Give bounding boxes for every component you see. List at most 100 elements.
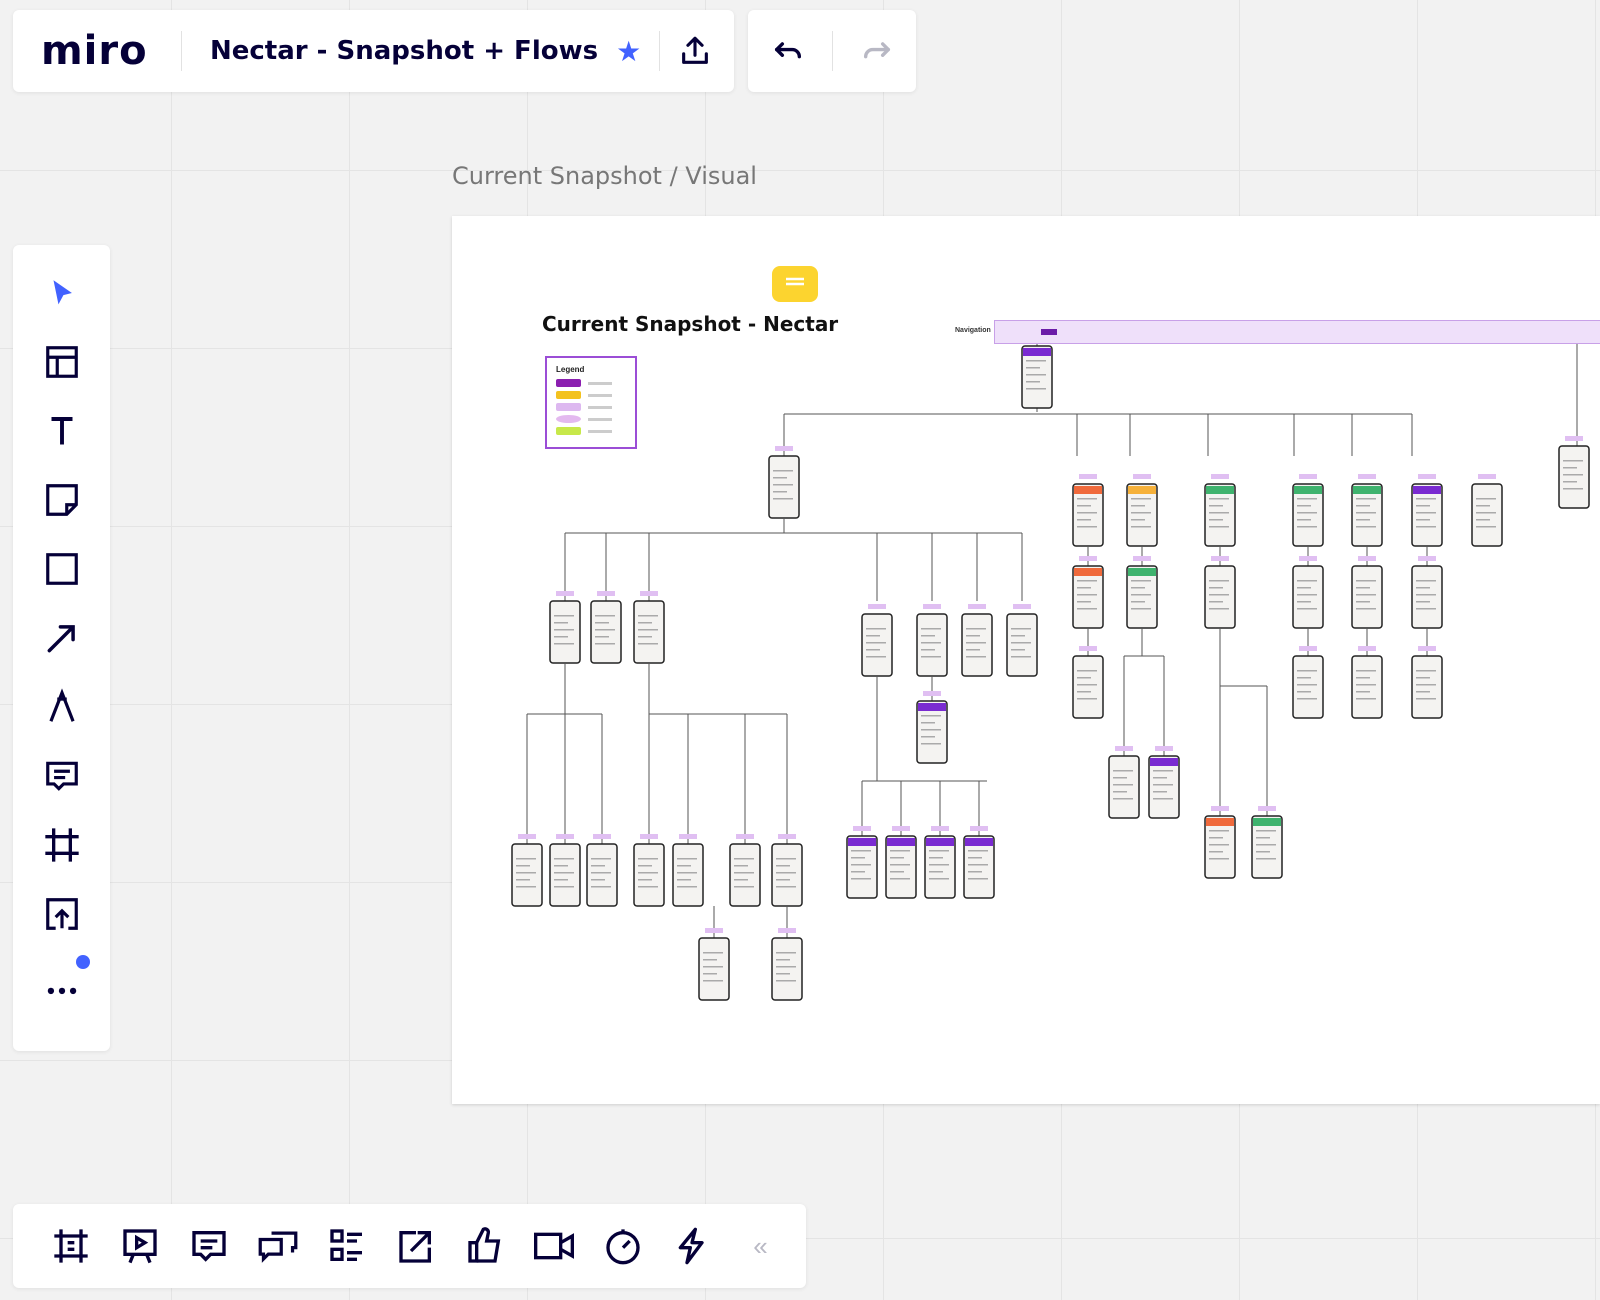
shape-tool[interactable] xyxy=(32,539,92,599)
screen-text-line xyxy=(1256,830,1276,832)
share-button[interactable] xyxy=(381,1216,450,1276)
screen-tag xyxy=(640,591,658,596)
cursor-icon xyxy=(53,280,72,305)
star-icon[interactable]: ★ xyxy=(616,35,642,67)
screen-tag xyxy=(1079,556,1097,561)
comment-tool[interactable] xyxy=(32,746,92,806)
screen-tag xyxy=(1079,474,1097,479)
screen-text-line xyxy=(1297,698,1317,700)
legend-row xyxy=(556,403,626,411)
screen-thumbnail xyxy=(1351,655,1383,719)
screen-text-line xyxy=(929,871,943,873)
screen-tag xyxy=(1358,646,1376,651)
frame-label[interactable]: Current Snapshot / Visual xyxy=(452,162,757,190)
screen-text-line xyxy=(1077,519,1091,521)
screen-tag xyxy=(679,834,697,839)
screen-text-line xyxy=(1011,628,1031,630)
screen-text-line xyxy=(1131,498,1151,500)
comment-icon xyxy=(786,277,804,286)
screen-thumbnail xyxy=(1471,483,1503,547)
screen-text-line xyxy=(554,865,568,867)
screen-text-line xyxy=(851,850,871,852)
frame-tool[interactable] xyxy=(32,815,92,875)
screen-thumbnail xyxy=(1351,565,1383,629)
screen-tag xyxy=(931,826,949,831)
upload-tool[interactable] xyxy=(32,884,92,944)
video-button[interactable] xyxy=(519,1216,588,1276)
screen-text-line xyxy=(638,865,652,867)
screen-text-line xyxy=(851,871,865,873)
redo-icon xyxy=(863,42,890,59)
text-tool[interactable] xyxy=(32,401,92,461)
screen-text-line xyxy=(1356,608,1376,610)
screen-text-line xyxy=(1416,677,1430,679)
comments-button[interactable] xyxy=(174,1216,243,1276)
screen-text-line xyxy=(1209,844,1229,846)
screen-thumbnail xyxy=(1411,655,1443,719)
legend-swatch xyxy=(556,427,581,435)
export-button[interactable] xyxy=(660,21,730,81)
screen-text-line xyxy=(890,871,904,873)
screen-text-line xyxy=(677,879,691,881)
screen-text-line xyxy=(968,864,988,866)
screen-text-line xyxy=(638,886,658,888)
screen-text-line xyxy=(1416,608,1436,610)
miro-logo[interactable]: miro xyxy=(41,28,148,74)
screen-text-line xyxy=(1077,608,1097,610)
screen-thumbnail xyxy=(1006,613,1038,677)
legend-swatch xyxy=(556,379,581,387)
collapse-toolbar-button[interactable]: « xyxy=(726,1216,795,1276)
screen-text-line xyxy=(1131,601,1145,603)
frames-button[interactable] xyxy=(36,1216,105,1276)
comment-marker[interactable] xyxy=(772,266,818,302)
screen-text-line xyxy=(1416,684,1436,686)
screen-text-line xyxy=(1297,526,1317,528)
select-tool[interactable] xyxy=(32,263,92,323)
screen-thumbnail xyxy=(590,600,622,664)
vote-button[interactable] xyxy=(450,1216,519,1276)
screen-text-line xyxy=(1011,642,1031,644)
screen-text-line xyxy=(1297,684,1317,686)
present-button[interactable] xyxy=(105,1216,174,1276)
screen-text-line xyxy=(734,886,754,888)
more-tools[interactable] xyxy=(32,953,92,1013)
screen-text-line xyxy=(1356,526,1376,528)
screen-text-line xyxy=(1416,587,1430,589)
screen-text-line xyxy=(1416,519,1430,521)
card-button[interactable] xyxy=(312,1216,381,1276)
screen-text-line xyxy=(890,864,910,866)
screen-text-line xyxy=(773,477,787,479)
timer-button[interactable] xyxy=(588,1216,657,1276)
board-title[interactable]: Nectar - Snapshot + Flows xyxy=(210,36,599,66)
connection-line-tool[interactable] xyxy=(32,608,92,668)
screen-text-line xyxy=(1256,837,1270,839)
navigation-band xyxy=(994,320,1600,344)
screen-text-line xyxy=(1077,601,1091,603)
snapshot-frame[interactable]: Current Snapshot - Nectar Legend Navigat… xyxy=(452,216,1600,1104)
frames-icon xyxy=(53,1229,88,1263)
redo-button[interactable] xyxy=(842,21,912,81)
screen-text-line xyxy=(776,966,796,968)
sticky-note-tool[interactable] xyxy=(32,470,92,530)
activity-button[interactable] xyxy=(657,1216,726,1276)
templates-tool[interactable] xyxy=(32,332,92,392)
screen-thumbnail xyxy=(1108,755,1140,819)
screen-text-line xyxy=(966,628,986,630)
undo-button[interactable] xyxy=(753,21,823,81)
left-toolbar xyxy=(13,245,110,1051)
screen-text-line xyxy=(1416,698,1436,700)
pen-tool[interactable] xyxy=(32,677,92,737)
screen-text-line xyxy=(776,952,796,954)
screen-text-line xyxy=(966,642,986,644)
screen-thumbnail xyxy=(1292,565,1324,629)
screen-text-line xyxy=(921,743,941,745)
legend-row xyxy=(556,379,626,387)
screen-header xyxy=(848,838,876,846)
screen-header xyxy=(918,703,946,711)
screen-text-line xyxy=(1297,691,1311,693)
screen-text-line xyxy=(1209,851,1223,853)
screen-text-line xyxy=(921,722,935,724)
chat-button[interactable] xyxy=(243,1216,312,1276)
upload-icon xyxy=(682,36,709,64)
screen-tag xyxy=(556,591,574,596)
